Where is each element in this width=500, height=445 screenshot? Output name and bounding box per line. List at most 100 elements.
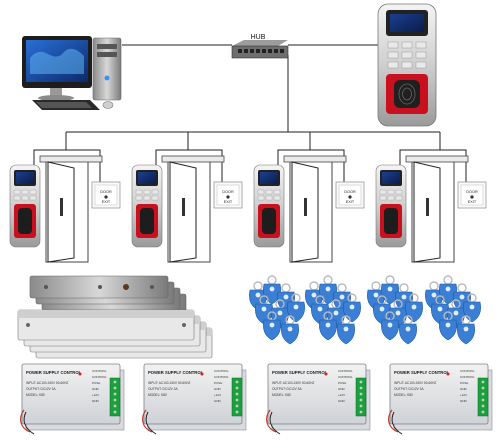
power-supply-terminal-label: PUSH xyxy=(338,381,346,385)
power-supply-icon: POWER SUPPLY CONTROL INPUT: AC100-240V 50… xyxy=(388,363,493,435)
power-supply-spec: INPUT: AC100-240V 50-60HZ xyxy=(26,381,68,385)
fingerprint-reader-icon xyxy=(131,164,163,248)
power-supply-title: POWER SUPPLY CONTROL xyxy=(272,370,328,375)
power-supply-terminal-label: CONTROL xyxy=(92,375,107,379)
fingerprint-reader-icon xyxy=(375,164,407,248)
door-station-4: DOOR EXIT xyxy=(375,149,487,263)
exit-button-label-exit: EXIT xyxy=(102,200,111,204)
power-supply-terminal-label: CONTROL xyxy=(214,369,229,373)
exit-button-label-door: DOOR xyxy=(100,190,112,194)
door-station-1: DOOR EXIT xyxy=(9,149,121,263)
exit-button-label-door: DOOR xyxy=(344,190,356,194)
exit-button-label-exit: EXIT xyxy=(468,200,477,204)
exit-button-label-exit: EXIT xyxy=(346,200,355,204)
power-supply-terminal-label: PUSH xyxy=(460,381,468,385)
power-supply-spec: OUTPUT: DC12V 3A xyxy=(26,387,56,391)
door-stations: DOOR EXIT DOOR EXIT DOOR EXIT DOOR EXIT xyxy=(9,149,487,263)
magnetic-lock-icon xyxy=(17,275,195,341)
power-supply-terminal-label: GND xyxy=(460,399,468,403)
power-supply-spec: MODEL: K80 xyxy=(148,393,167,397)
exit-button-icon: DOOR EXIT xyxy=(91,181,121,209)
exit-button-label-door: DOOR xyxy=(222,190,234,194)
rfid-keyfob-icon xyxy=(457,315,475,345)
cable-reader xyxy=(277,149,310,168)
power-supply-terminal-label: +12V xyxy=(92,393,99,397)
fingerprint-reader-icon xyxy=(9,164,41,248)
network-cables xyxy=(65,44,441,150)
door-icon xyxy=(405,155,469,263)
door-icon xyxy=(161,155,225,263)
rfid-group-4 xyxy=(425,275,481,345)
power-supply-terminal-label: GND xyxy=(92,399,100,403)
rfid-keyfob-icon xyxy=(255,295,273,325)
power-supply-spec: MODEL: K80 xyxy=(272,393,291,397)
power-supply-terminal-label: GND xyxy=(338,399,346,403)
cable-reader xyxy=(399,149,432,168)
power-supply-terminal-label: CONTROL xyxy=(214,375,229,379)
fingerprint-reader-main xyxy=(377,3,437,127)
rfid-keyfob-icon xyxy=(431,295,449,325)
rfid-keyfob-icon xyxy=(343,293,361,323)
power-supply-terminal-label: GND xyxy=(460,387,468,391)
exit-button-label-door: DOOR xyxy=(466,190,478,194)
power-supply-terminal-label: CONTROL xyxy=(92,369,107,373)
power-supply-spec: INPUT: AC100-240V 50-60HZ xyxy=(272,381,314,385)
power-cord xyxy=(23,411,35,435)
power-supply-spec: OUTPUT: DC12V 3A xyxy=(272,387,302,391)
power-cord xyxy=(269,411,281,435)
rfid-group-1 xyxy=(249,275,305,345)
rfid-keyfob-icon xyxy=(405,293,423,323)
power-supply-title: POWER SUPPLY CONTROL xyxy=(148,370,204,375)
door-station-3: DOOR EXIT xyxy=(253,149,365,263)
rfid-keyfob-set xyxy=(249,275,481,345)
power-supply-spec: OUTPUT: DC12V 3A xyxy=(394,387,424,391)
power-supply-spec: OUTPUT: DC12V 3A xyxy=(148,387,178,391)
power-supply-spec: MODEL: K80 xyxy=(26,393,45,397)
power-cord xyxy=(142,409,153,433)
power-supply-title: POWER SUPPLY CONTROL xyxy=(394,370,450,375)
power-supply-spec: INPUT: AC100-240V 50-60HZ xyxy=(394,381,436,385)
power-supply-icon: POWER SUPPLY CONTROL INPUT: AC100-240V 50… xyxy=(266,363,371,435)
power-supply-spec: MODEL: K80 xyxy=(394,393,413,397)
exit-button-icon: DOOR EXIT xyxy=(213,181,243,209)
exit-button-label-exit: EXIT xyxy=(224,200,233,204)
power-cord xyxy=(20,409,31,433)
door-icon xyxy=(283,155,347,263)
power-supply-terminal-label: GND xyxy=(92,387,100,391)
power-supply-terminal-label: PUSH xyxy=(92,381,100,385)
power-supply-set: POWER SUPPLY CONTROL INPUT: AC100-240V 50… xyxy=(20,363,493,435)
cable-exit xyxy=(188,149,223,182)
power-supply-spec: INPUT: AC100-240V 50-60HZ xyxy=(148,381,190,385)
rfid-keyfob-icon xyxy=(287,293,305,323)
power-supply-icon: POWER SUPPLY CONTROL INPUT: AC100-240V 50… xyxy=(142,363,247,435)
rfid-keyfob-icon xyxy=(281,315,299,345)
fingerprint-reader-icon xyxy=(253,164,285,248)
door-icon xyxy=(39,155,103,263)
rfid-keyfob-icon xyxy=(263,311,281,341)
cable-reader xyxy=(33,149,66,168)
network-hub-icon: HUB xyxy=(231,34,289,59)
power-supply-terminal-label: CONTROL xyxy=(460,369,475,373)
exit-button-icon: DOOR EXIT xyxy=(335,181,365,209)
exit-button-icon: DOOR EXIT xyxy=(457,181,487,209)
cable-reader xyxy=(155,149,188,168)
rfid-keyfob-icon xyxy=(439,311,457,341)
cable-exit xyxy=(432,149,467,182)
power-supply-title: POWER SUPPLY CONTROL xyxy=(26,370,82,375)
power-supply-terminal-label: +12V xyxy=(338,393,345,397)
power-supply-icon: POWER SUPPLY CONTROL INPUT: AC100-240V 50… xyxy=(20,363,125,435)
keypad xyxy=(387,41,427,69)
rfid-group-3 xyxy=(367,275,423,345)
power-cord xyxy=(266,409,277,433)
rfid-keyfob-icon xyxy=(399,315,417,345)
power-supply-terminal-label: GND xyxy=(214,387,222,391)
power-supply-terminal-label: +12V xyxy=(460,393,467,397)
rfid-keyfob-icon xyxy=(337,315,355,345)
magnetic-lock-set xyxy=(17,275,213,359)
power-supply-terminal-label: CONTROL xyxy=(460,375,475,379)
cable-exit xyxy=(66,149,101,182)
rfid-keyfob-icon xyxy=(463,293,481,323)
power-supply-terminal-label: CONTROL xyxy=(338,369,353,373)
